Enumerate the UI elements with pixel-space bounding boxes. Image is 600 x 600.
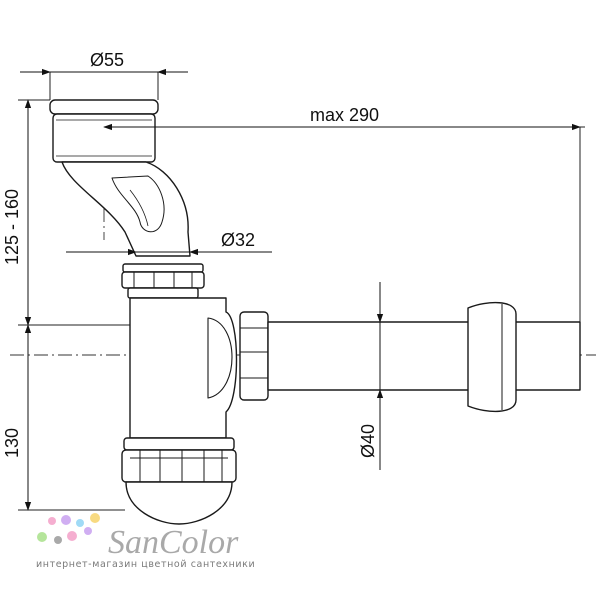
watermark-dot — [54, 536, 62, 544]
siphon-body — [49, 99, 581, 525]
watermark-dots — [37, 513, 100, 544]
watermark-dot — [67, 531, 77, 541]
watermark-dot — [84, 527, 92, 535]
height-range-label: 125 - 160 — [2, 189, 22, 265]
watermark-dot — [61, 515, 71, 525]
watermark-tagline: интернет-магазин цветной сантехники — [36, 559, 255, 570]
lower-height-label: 130 — [2, 428, 22, 458]
watermark-dot — [76, 519, 84, 527]
watermark-dot — [48, 517, 56, 525]
max-length-label: max 290 — [310, 105, 379, 125]
watermark-dot — [37, 532, 47, 542]
sancolor-watermark: SanColor интернет-магазин цветной сантех… — [36, 513, 255, 570]
watermark-brand: SanColor — [108, 524, 239, 561]
dimension-lines — [20, 68, 581, 511]
inner-pipe-diameter-label: Ø32 — [221, 230, 255, 250]
watermark-dot — [90, 513, 100, 523]
inlet-diameter-label: Ø55 — [90, 50, 124, 70]
outlet-diameter-label: Ø40 — [358, 424, 378, 458]
